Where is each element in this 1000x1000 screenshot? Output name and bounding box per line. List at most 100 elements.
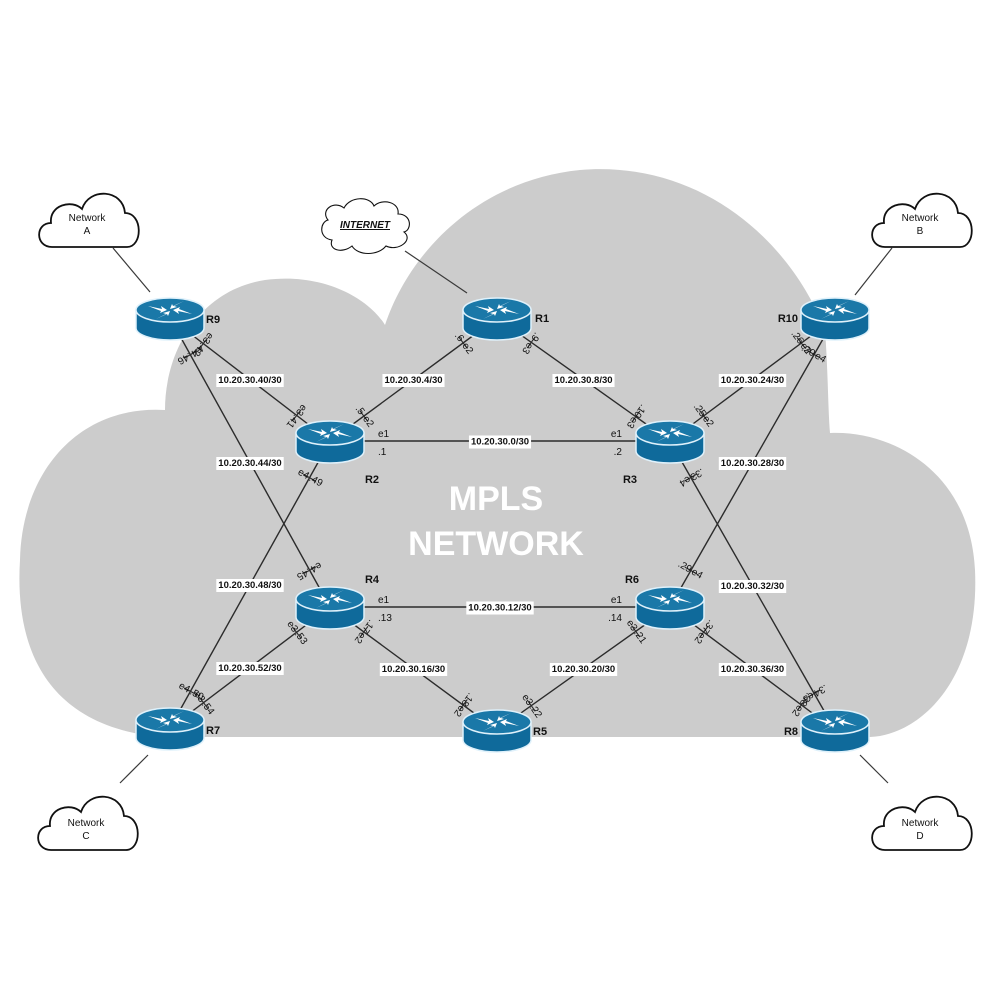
subnet-label-bg <box>216 579 284 592</box>
network-b-line1: Network <box>902 213 940 224</box>
cloud-icon <box>871 192 973 248</box>
subnet-label-bg <box>718 374 787 387</box>
link-internet-R1 <box>404 250 468 294</box>
router-r7[interactable] <box>135 707 205 751</box>
subnet-label-bg <box>718 580 787 593</box>
network-d-line1: Network <box>902 818 940 829</box>
router-icon <box>800 709 870 753</box>
internet-label: INTERNET <box>340 220 391 231</box>
interface-label: e4 <box>689 567 704 582</box>
router-r6[interactable] <box>635 586 705 630</box>
interface-tick <box>198 337 209 350</box>
network-c-line2: C <box>82 831 89 842</box>
subnet-label: 10.20.30.28/30 <box>721 458 784 469</box>
interface-tick <box>291 626 302 639</box>
interface-tick <box>699 409 709 422</box>
interface-tick <box>631 410 641 423</box>
link-netA-R9 <box>112 247 151 293</box>
subnet-label: 10.20.30.20/30 <box>552 664 615 675</box>
link-netB-R10 <box>854 247 893 296</box>
interface-tick <box>198 696 209 709</box>
router-r9[interactable] <box>135 297 205 341</box>
interface-label: e1 <box>378 595 390 606</box>
internet-cloud[interactable]: INTERNET <box>321 198 410 255</box>
interface-label: e4 <box>308 559 323 574</box>
router-r5[interactable] <box>462 709 532 753</box>
router-label: R9 <box>206 314 220 326</box>
subnet-label: 10.20.30.40/30 <box>218 375 281 386</box>
router-icon <box>462 297 532 341</box>
link-netD-R8 <box>859 754 889 784</box>
subnet-label-bg <box>382 374 445 387</box>
network-c-cloud[interactable]: Network C <box>37 795 139 851</box>
subnet-label-bg <box>216 374 284 387</box>
router-icon <box>462 709 532 753</box>
interface-label: e4 <box>677 473 692 488</box>
router-icon <box>135 297 205 341</box>
subnet-label: 10.20.30.12/30 <box>468 603 531 614</box>
subnet-label: 10.20.30.48/30 <box>218 580 281 591</box>
interface-tick <box>699 626 709 639</box>
subnet-label: 10.20.30.0/30 <box>471 437 529 448</box>
network-a-line2: A <box>84 226 91 237</box>
subnet-label-bg <box>718 457 787 470</box>
interface-tick <box>303 566 317 575</box>
router-label: R4 <box>365 574 380 586</box>
subnet-label: 10.20.30.36/30 <box>721 664 784 675</box>
interface-tick <box>807 689 821 698</box>
interface-tick <box>796 337 806 350</box>
subnet-label-bg <box>549 663 618 676</box>
network-d-line2: D <box>916 831 923 842</box>
network-c-line1: Network <box>68 818 106 829</box>
ip-label: .14 <box>608 613 622 624</box>
router-label: R10 <box>778 313 798 325</box>
interface-tick <box>458 336 468 349</box>
ip-label: .2 <box>614 447 623 458</box>
router-r3[interactable] <box>635 420 705 464</box>
router-icon <box>295 420 365 464</box>
link-netC-R7 <box>119 754 149 784</box>
router-icon <box>295 586 365 630</box>
router-r8[interactable] <box>800 709 870 753</box>
router-icon <box>800 297 870 341</box>
subnet-label-bg <box>216 662 284 675</box>
interface-tick <box>303 473 316 482</box>
router-r1[interactable] <box>462 297 532 341</box>
interface-tick <box>526 699 536 712</box>
subnet-label: 10.20.30.32/30 <box>721 581 784 592</box>
network-b-line2: B <box>917 226 924 237</box>
router-r4[interactable] <box>295 586 365 630</box>
mpls-cloud-shape <box>19 169 976 738</box>
interface-label: e1 <box>611 429 623 440</box>
subnet-label: 10.20.30.24/30 <box>721 375 784 386</box>
subnet-label: 10.20.30.52/30 <box>218 663 281 674</box>
router-icon <box>135 707 205 751</box>
interface-tick <box>526 336 536 349</box>
subnet-label-bg <box>379 663 448 676</box>
cloud-icon <box>871 795 973 851</box>
interface-tick <box>359 625 369 638</box>
router-r10[interactable] <box>800 297 870 341</box>
interface-tick <box>796 698 806 711</box>
network-a-cloud[interactable]: Network A <box>38 192 140 248</box>
links-layer: 10.20.30.0/30e1.1e1.210.20.30.4/30e2.5e2… <box>169 317 836 731</box>
network-d-cloud[interactable]: Network D <box>871 795 973 851</box>
router-r2[interactable] <box>295 420 365 464</box>
interface-label: e1 <box>378 429 390 440</box>
interface-tick <box>631 625 641 638</box>
subnet-label-bg <box>466 601 534 615</box>
router-label: R1 <box>535 313 549 325</box>
cloud-icon <box>38 192 140 248</box>
subnet-label: 10.20.30.44/30 <box>218 458 281 469</box>
mpls-title-line1: MPLS <box>449 480 543 518</box>
network-b-cloud[interactable]: Network B <box>871 192 973 248</box>
